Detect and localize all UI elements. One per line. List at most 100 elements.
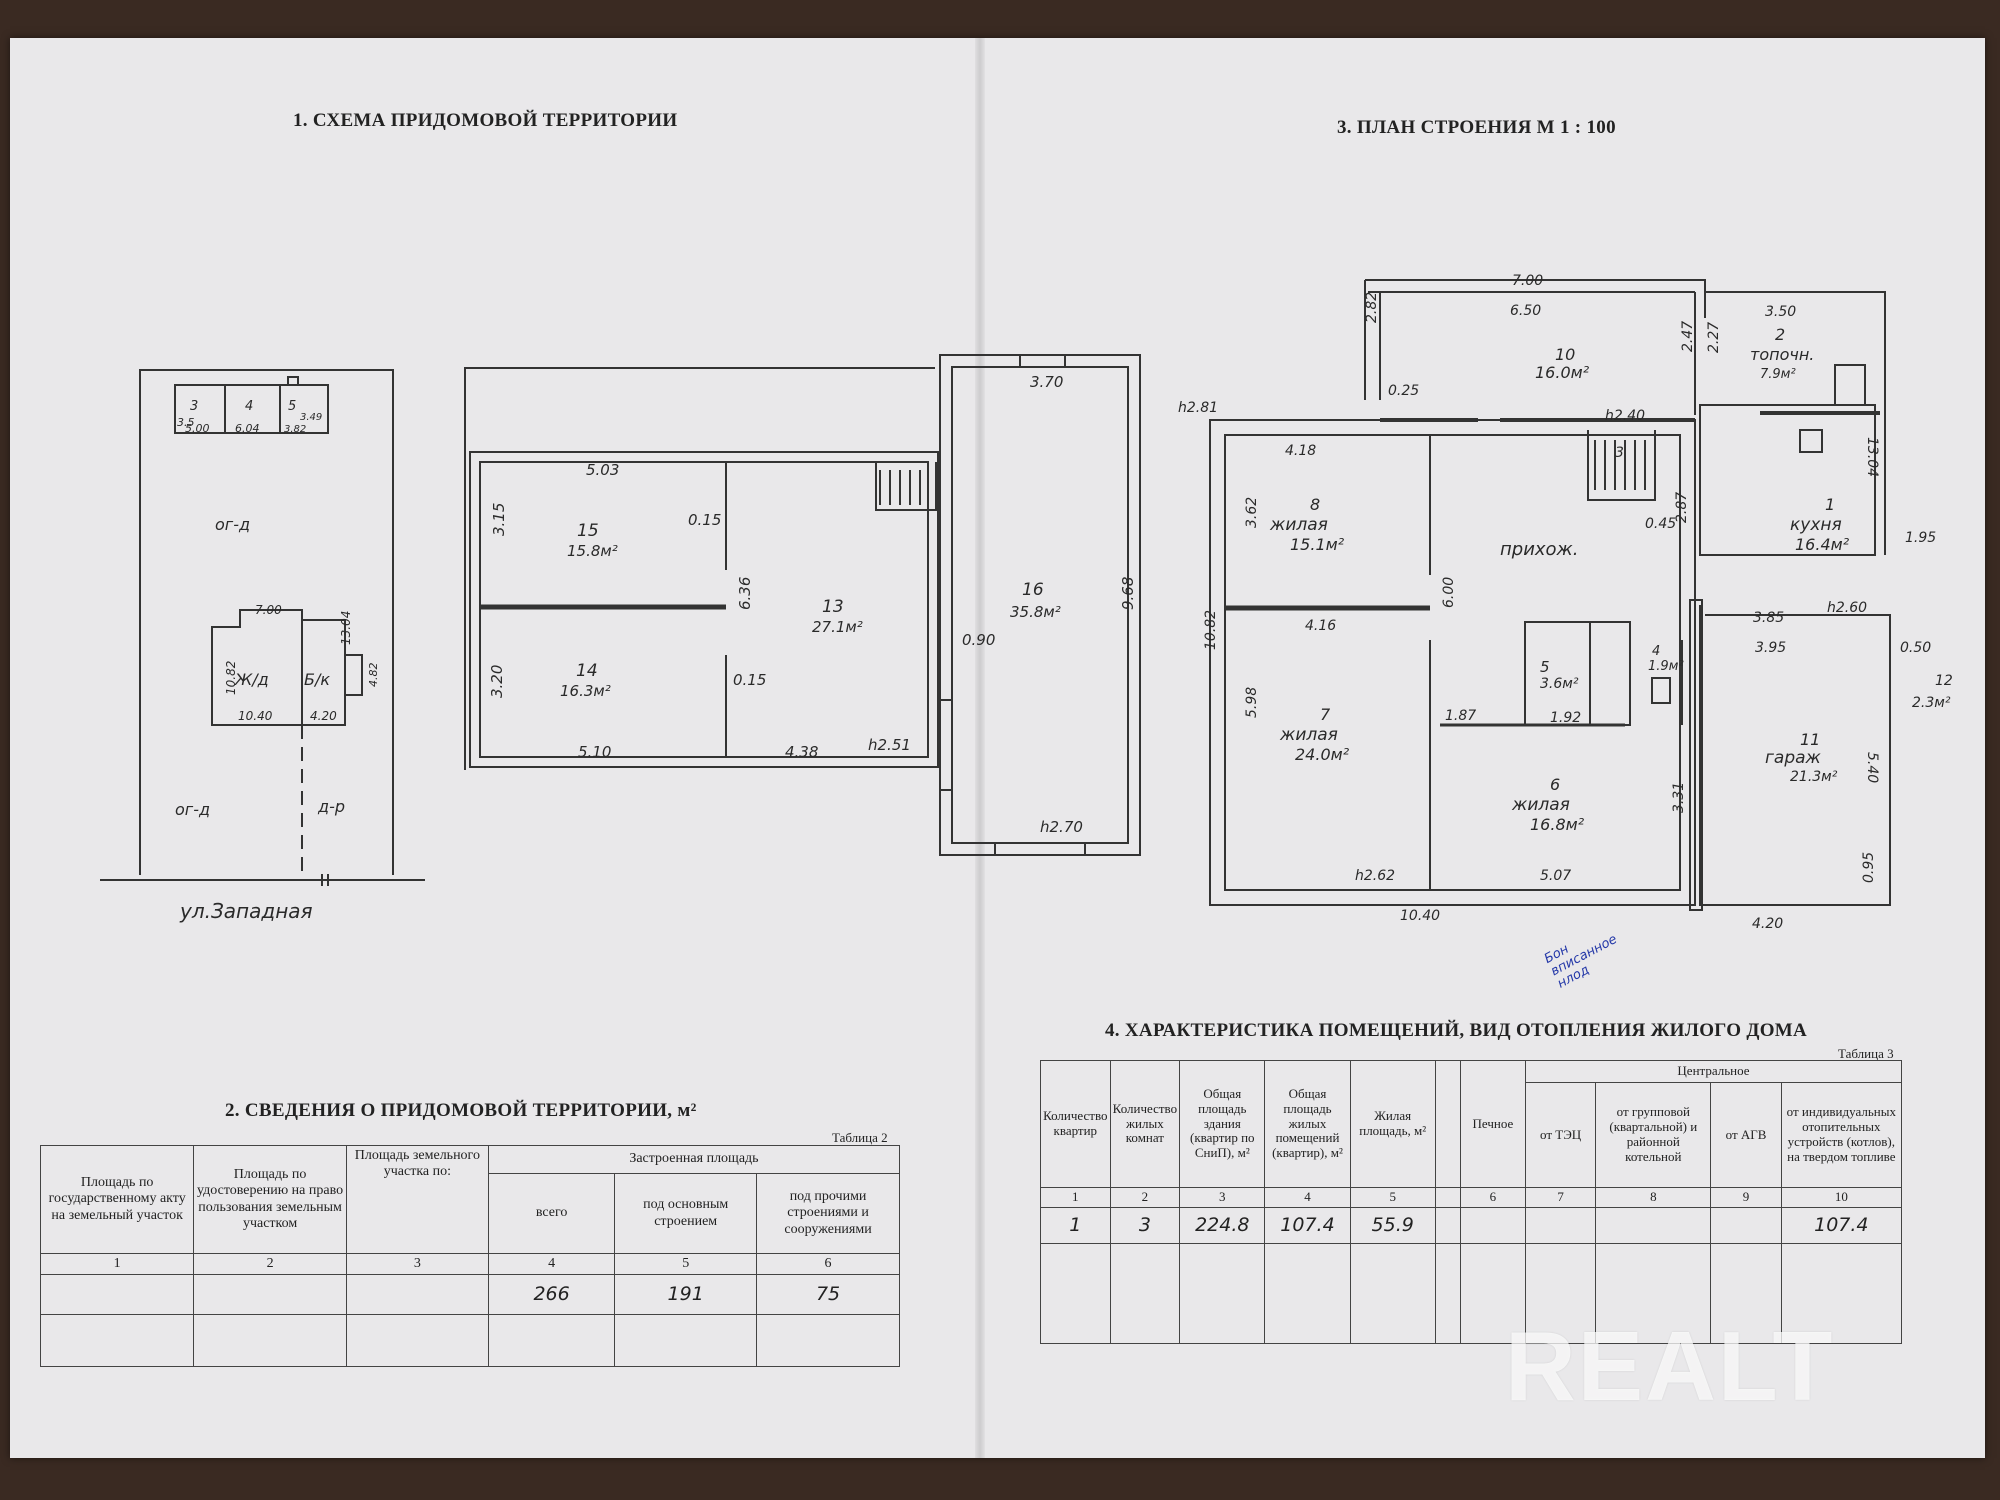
room-8-area: 15.1м² — [1290, 535, 1345, 554]
t3-n6: 6 — [1459, 1187, 1527, 1208]
t3-e10 — [1780, 1242, 1903, 1344]
t3-h8: от групповой (квартальной) и районной ко… — [1595, 1082, 1712, 1188]
t2-n2: 2 — [193, 1252, 347, 1276]
gf-dim-700: 7.00 — [1512, 273, 1543, 289]
t3-v3: 224.8 — [1179, 1206, 1266, 1244]
site-dim-top: 7.00 — [255, 603, 282, 617]
t2-h-group: Застроенная площадь — [487, 1145, 901, 1174]
t3-v5: 55.9 — [1349, 1206, 1436, 1244]
t3-n9: 9 — [1710, 1187, 1782, 1208]
t2-h3: Площадь земельного участка по: — [345, 1145, 489, 1254]
site-shed-3-dim1: 3.5 — [177, 416, 195, 429]
t2-v3 — [345, 1274, 489, 1316]
hall-label: прихож. — [1500, 539, 1579, 560]
t2-h2: Площадь по удостоверению на право пользо… — [193, 1145, 347, 1254]
t3-h9: от АГВ — [1710, 1082, 1782, 1188]
t3-e-spacer — [1434, 1242, 1461, 1344]
t3-v-spacer — [1434, 1206, 1461, 1244]
t3-spacer — [1434, 1060, 1461, 1188]
room-6-area: 16.8м² — [1530, 815, 1585, 834]
site-dim-right: 13.04 — [339, 611, 353, 645]
t3-v1: 1 — [1040, 1206, 1111, 1244]
room-10-area: 16.0м² — [1535, 363, 1590, 382]
t2-v5: 191 — [614, 1274, 758, 1316]
gf-dim-598: 5.98 — [1244, 687, 1260, 718]
table-territory: Площадь по государственному акту на земе… — [39, 1145, 901, 1368]
gf-dim-362: 3.62 — [1244, 497, 1260, 528]
site-dr-label: д-р — [317, 797, 345, 816]
t2-e6 — [756, 1314, 900, 1368]
gf-dim-600: 6.00 — [1441, 577, 1457, 608]
room-11-area: 21.3м² — [1790, 769, 1838, 785]
heading-room-characteristics: 4. ХАРАКТЕРИСТИКА ПОМЕЩЕНИЙ, ВИД ОТОПЛЕН… — [1105, 1020, 1808, 1041]
t3-h1: Количество квартир — [1040, 1060, 1111, 1188]
t3-h7: от ТЭЦ — [1524, 1082, 1597, 1188]
sf-dim-510: 5.10 — [578, 743, 611, 761]
room-7-area: 24.0м² — [1295, 745, 1350, 764]
gf-dim-331: 3.31 — [1671, 782, 1687, 813]
t2-v2 — [193, 1274, 347, 1316]
t3-h-group: Центральное — [1525, 1060, 1902, 1083]
realt-watermark: REALT — [1505, 1311, 1835, 1421]
t3-v7 — [1524, 1206, 1597, 1244]
t3-n2: 2 — [1109, 1187, 1181, 1208]
sf-dim-h251: h2.51 — [868, 736, 911, 754]
room-10-number: 10 — [1555, 345, 1575, 364]
t3-n1: 1 — [1040, 1187, 1111, 1208]
t3-e5 — [1349, 1242, 1436, 1344]
heading-territory-info: 2. СВЕДЕНИЯ О ПРИДОМОВОЙ ТЕРРИТОРИИ, м² — [225, 1100, 697, 1121]
t2-e3 — [345, 1314, 489, 1368]
t3-e3 — [1179, 1242, 1266, 1344]
room-4-number: 4 — [1652, 644, 1660, 659]
room-1-number: 1 — [1825, 495, 1835, 514]
site-bk-label: Б/к — [304, 670, 330, 689]
t3-h3: Общая площадь здания (квартир по СниП), … — [1179, 1060, 1266, 1188]
t3-h2: Количество жилых комнат — [1109, 1060, 1181, 1188]
site-scheme — [100, 369, 425, 886]
site-og-label-2: ог-д — [175, 800, 210, 819]
room-16-area: 35.8м² — [1010, 603, 1061, 621]
t3-n-spacer — [1434, 1187, 1461, 1208]
t2-v4: 266 — [487, 1274, 616, 1316]
t3-e1 — [1040, 1242, 1111, 1344]
t2-e4 — [487, 1314, 616, 1368]
t3-e2 — [1109, 1242, 1181, 1344]
room-4-area: 1.9м² — [1648, 659, 1684, 674]
gf-dim-h260: h2.60 — [1827, 600, 1867, 616]
room-13-number: 13 — [822, 597, 844, 617]
gf-dim-350: 3.50 — [1765, 304, 1796, 320]
gf-dim-287: 2.87 — [1674, 492, 1690, 523]
sf-dim-h270: h2.70 — [1040, 818, 1083, 836]
sf-dim-370: 3.70 — [1030, 373, 1063, 391]
room-7-name: жилая — [1279, 725, 1338, 745]
site-og-label-1: ог-д — [215, 515, 250, 534]
t2-h5: под основным строением — [614, 1173, 758, 1254]
t3-v9 — [1710, 1206, 1782, 1244]
t3-e4 — [1264, 1242, 1351, 1344]
t2-v6: 75 — [756, 1274, 900, 1316]
room-14-number: 14 — [576, 661, 598, 681]
room-5-number: 5 — [1540, 658, 1550, 676]
gf-dim-195: 1.95 — [1905, 530, 1936, 546]
site-dim-bk-bottom: 4.20 — [310, 709, 337, 723]
t2-e5 — [614, 1314, 758, 1368]
site-dim-left: 10.82 — [224, 661, 238, 695]
t2-n1: 1 — [39, 1252, 195, 1276]
table2-caption: Таблица 2 — [832, 1130, 888, 1145]
sf-dim-503: 5.03 — [586, 461, 619, 479]
site-shed-4: 4 — [245, 399, 253, 414]
heading-site-scheme: 1. СХЕМА ПРИДОМОВОЙ ТЕРРИТОРИИ — [293, 110, 678, 131]
gf-dim-1082: 10.82 — [1203, 610, 1219, 650]
t2-h4: всего — [487, 1173, 616, 1254]
t2-n3: 3 — [345, 1252, 489, 1276]
room-6-number: 6 — [1550, 775, 1560, 794]
t3-v10: 107.4 — [1780, 1206, 1903, 1244]
gf-dim-095: 0.95 — [1861, 852, 1877, 883]
sf-dim-636: 6.36 — [736, 577, 754, 610]
room-2-name: топочн. — [1750, 345, 1814, 364]
t3-e7 — [1524, 1242, 1597, 1344]
t3-v6 — [1459, 1206, 1527, 1244]
site-shed-5-dim2: 3.82 — [284, 424, 306, 435]
gf-dim-247: 2.47 — [1680, 321, 1696, 352]
gf-dim-187: 1.87 — [1445, 708, 1476, 724]
